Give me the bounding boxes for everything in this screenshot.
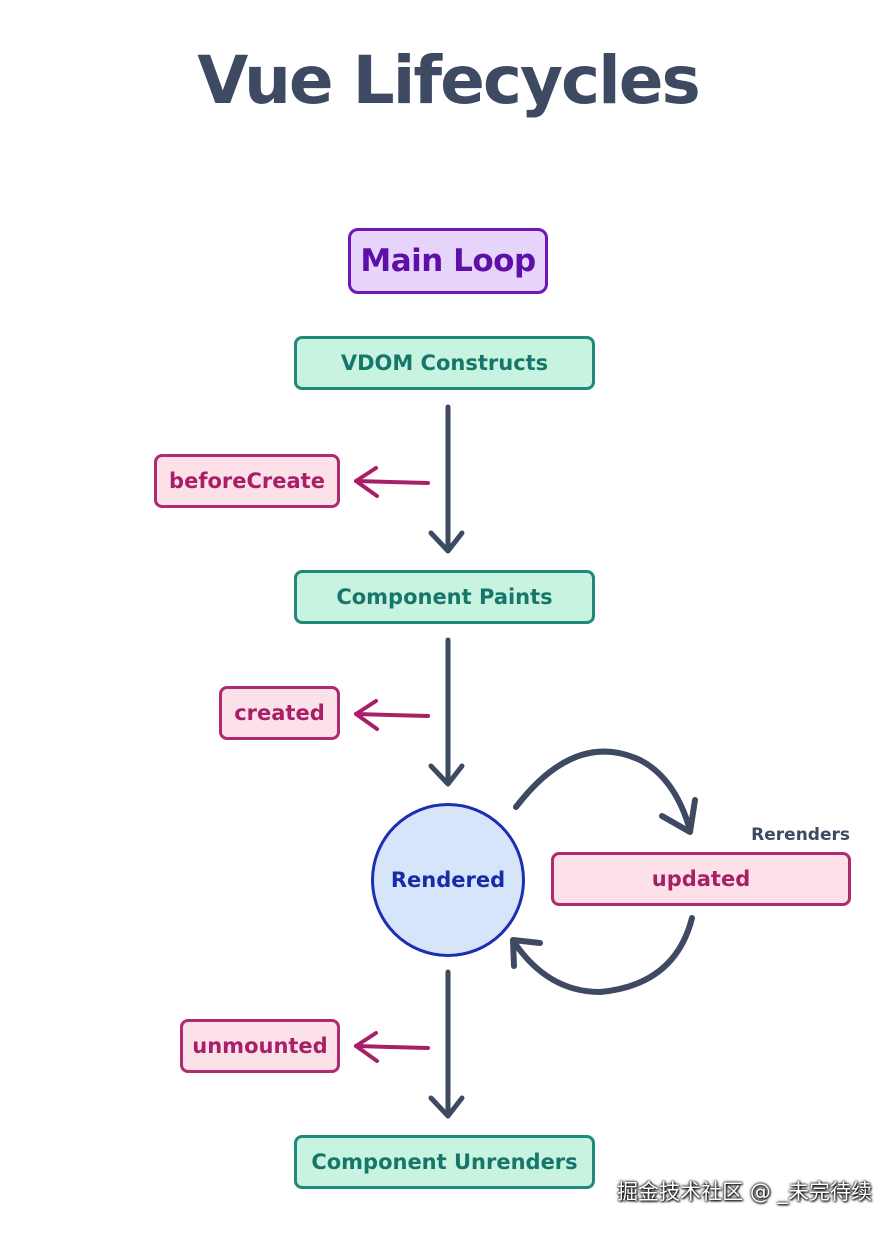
main-loop-box: Main Loop (348, 228, 548, 294)
unmounted-hook: unmounted (180, 1019, 340, 1073)
arrowhead-vdom-to-paints (428, 530, 465, 554)
component-unrenders-label: Component Unrenders (311, 1150, 578, 1174)
loop-arrow-bottom (511, 915, 695, 995)
main-loop-label: Main Loop (360, 243, 536, 279)
arrowhead-paints-to-rendered (428, 763, 465, 787)
hook-arrowhead-unmounted (354, 1031, 379, 1063)
component-paints-label: Component Paints (336, 585, 553, 609)
created-label: created (234, 701, 325, 725)
hook-arrowhead-before-create (354, 466, 379, 498)
loop-arrowhead-bottom (510, 937, 543, 969)
created-hook: created (219, 686, 340, 740)
before-create-hook: beforeCreate (154, 454, 340, 508)
rendered-node: Rendered (371, 803, 525, 957)
vdom-constructs-label: VDOM Constructs (340, 351, 549, 375)
component-paints-box: Component Paints (294, 570, 595, 624)
vdom-constructs-box: VDOM Constructs (294, 336, 595, 390)
updated-label: updated (651, 867, 751, 891)
before-create-label: beforeCreate (169, 469, 325, 493)
hook-arrow-before-create (354, 479, 430, 485)
watermark: 掘金技术社区 @ _未完待续 (617, 1180, 872, 1204)
arrowhead-rendered-to-unrenders (428, 1095, 465, 1119)
hook-arrow-unmounted (354, 1044, 430, 1050)
unmounted-label: unmounted (192, 1034, 328, 1058)
rendered-label: Rendered (390, 868, 506, 892)
loop-arrowhead-top (659, 797, 698, 835)
component-unrenders-box: Component Unrenders (294, 1135, 595, 1189)
page-title: Vue Lifecycles (197, 42, 701, 119)
hook-arrow-created (354, 712, 430, 718)
updated-hook: updated (551, 852, 851, 906)
hook-arrowhead-created (354, 699, 379, 731)
rerenders-label: Rerenders (751, 825, 850, 845)
loop-arrow-top (513, 748, 693, 833)
